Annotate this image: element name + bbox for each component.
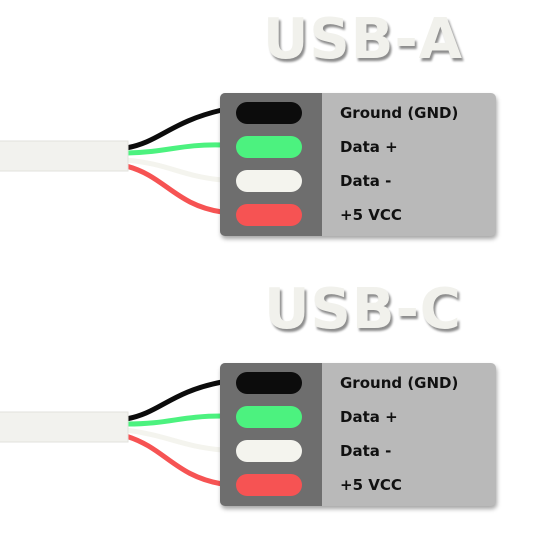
- vcc-pill-icon: [236, 474, 302, 496]
- usb-a-wires: [0, 107, 225, 215]
- data-plus-wire: [123, 413, 225, 427]
- data-minus-wire: [123, 157, 225, 183]
- usb-c-diagram: USB-C Ground (GND) Data + Data - +5 VCC: [0, 270, 542, 547]
- ground-pill-icon: [236, 102, 302, 124]
- cable-jacket: [0, 140, 129, 172]
- vcc-pill-icon: [236, 204, 302, 226]
- data-plus-label: Data +: [340, 408, 398, 426]
- usb-a-pinout-card: Ground (GND) Data + Data - +5 VCC: [220, 93, 496, 236]
- data-plus-label: Data +: [340, 138, 398, 156]
- cable-jacket: [0, 411, 129, 443]
- ground-label: Ground (GND): [340, 104, 459, 122]
- data-minus-label: Data -: [340, 172, 392, 190]
- usb-c-wires: [0, 379, 225, 487]
- data-minus-wire: [123, 427, 225, 453]
- data-plus-pill-icon: [236, 406, 302, 428]
- usb-a-title: USB-A: [262, 7, 464, 72]
- ground-wire: [123, 379, 225, 422]
- vcc-label: +5 VCC: [340, 476, 402, 494]
- vcc-wire: [123, 163, 225, 215]
- data-plus-wire: [123, 142, 225, 156]
- usb-a-diagram: USB-A Ground (GND) Data + Data - +5 VCC: [0, 0, 542, 270]
- ground-pill-icon: [236, 372, 302, 394]
- data-minus-pill-icon: [236, 440, 302, 462]
- usb-c-title: USB-C: [264, 277, 462, 342]
- vcc-label: +5 VCC: [340, 206, 402, 224]
- data-minus-pill-icon: [236, 170, 302, 192]
- data-minus-label: Data -: [340, 442, 392, 460]
- ground-label: Ground (GND): [340, 374, 459, 392]
- data-plus-pill-icon: [236, 136, 302, 158]
- usb-c-pinout-card: Ground (GND) Data + Data - +5 VCC: [220, 363, 496, 506]
- vcc-wire: [123, 433, 225, 487]
- ground-wire: [123, 107, 225, 151]
